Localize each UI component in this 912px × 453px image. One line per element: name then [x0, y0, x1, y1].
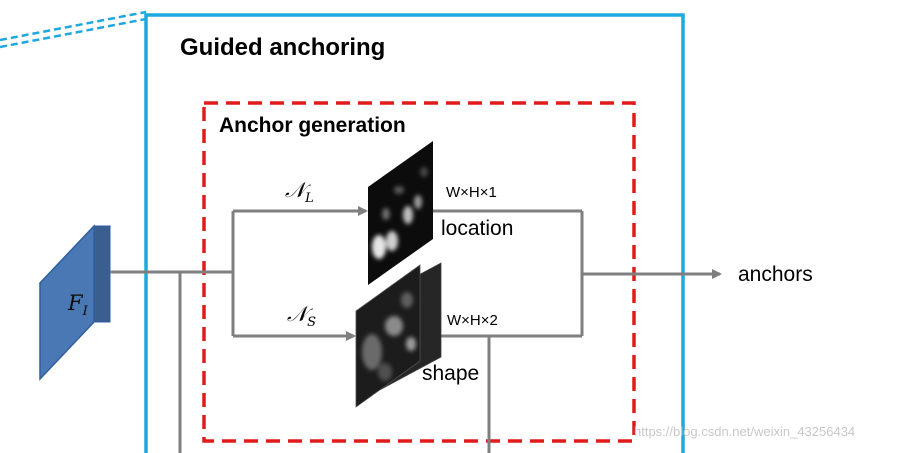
location-label: location	[441, 217, 514, 240]
anchors-label: anchors	[738, 263, 813, 286]
zoom-connector-lines	[0, 10, 147, 49]
shape-map	[355, 262, 442, 408]
watermark-text: https://blog.csdn.net/weixin_43256434	[634, 424, 856, 439]
input-feature-map-side	[93, 225, 111, 323]
location-map	[368, 141, 433, 285]
shape-dims-label: W×H×2	[447, 312, 498, 329]
input-feature-map-front	[39, 224, 95, 381]
input-feature-map	[38, 224, 112, 381]
shape-op-label: 𝒩S	[287, 302, 316, 330]
shape-op-symbol: 𝒩	[287, 302, 308, 326]
guided-anchoring-box	[144, 13, 685, 453]
input-feature-symbol: F	[68, 291, 83, 315]
flow-lines	[110, 206, 722, 453]
anchor-generation-title: Anchor generation	[219, 114, 406, 137]
location-op-subscript: L	[305, 191, 314, 206]
guided-anchoring-title: Guided anchoring	[180, 34, 386, 61]
input-feature-label: FI	[68, 291, 88, 319]
location-dims-label: W×H×1	[446, 184, 497, 201]
shape-op-subscript: S	[307, 315, 317, 330]
input-feature-subscript: I	[82, 304, 88, 319]
location-op-symbol: 𝒩	[285, 178, 306, 202]
location-op-label: 𝒩L	[285, 178, 314, 206]
shape-label: shape	[422, 362, 480, 385]
